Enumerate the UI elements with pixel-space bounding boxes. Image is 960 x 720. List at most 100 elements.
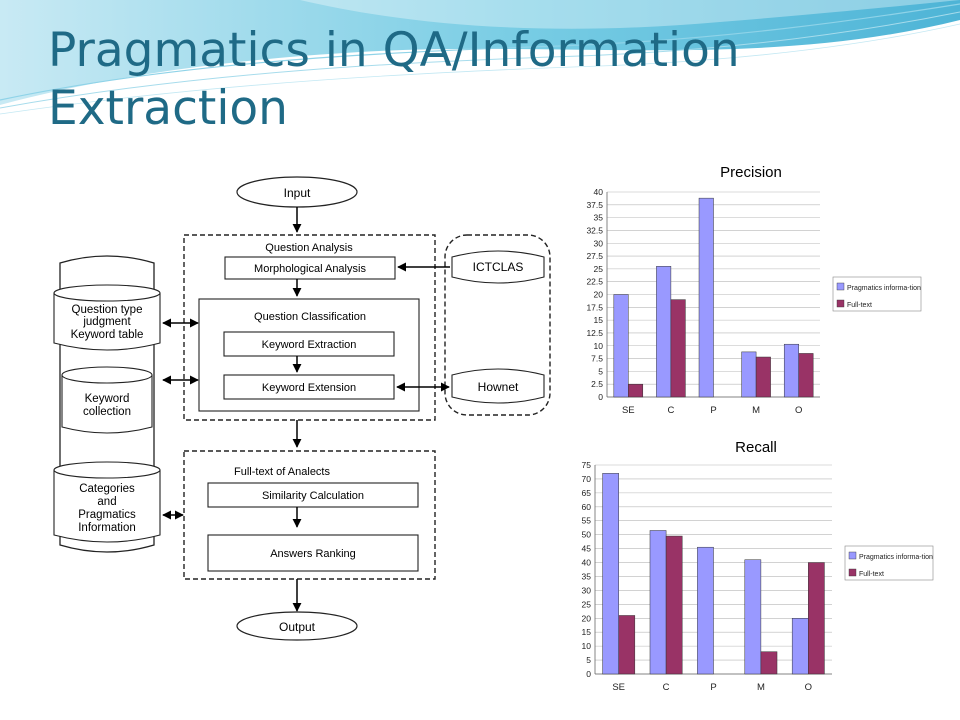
legend-label: Pragmatics informa-tion [847,285,921,292]
bar [656,266,672,398]
categories-db-label-2: and [97,496,116,508]
y-tick-label: 30 [594,238,604,248]
categories-db-label-4: Information [78,522,136,534]
output-node [236,611,358,641]
legend-swatch [836,299,845,308]
y-tick-label: 2.5 [591,379,603,389]
categories-db-label-1: Categories [79,483,135,495]
y-tick-label: 55 [582,516,592,526]
similarity-calculation-label: Similarity Calculation [262,490,364,502]
morphological-analysis-label: Morphological Analysis [254,263,366,275]
bar [755,356,771,398]
y-tick-label: 17.5 [586,302,603,312]
y-tick-label: 25 [594,264,604,274]
bar [808,562,825,675]
keyword-extension-box [223,374,395,400]
question-analysis-group [183,234,436,421]
x-tick-label: M [752,405,760,416]
hownet-node [451,368,545,404]
x-tick-label: O [795,405,802,416]
hownet-label: Hownet [478,380,519,394]
y-tick-label: 35 [582,571,592,581]
legend-swatch [848,568,857,577]
legend-label: Full-text [847,302,872,309]
y-tick-label: 70 [582,474,592,484]
categories-db-label-3: Pragmatics [78,509,136,521]
y-tick-label: 75 [582,460,592,470]
y-tick-label: 22.5 [586,277,603,287]
keyword-extraction-label: Keyword Extraction [262,339,357,351]
ictclas-label: ICTCLAS [473,260,524,274]
bar [618,615,636,675]
answers-ranking-label: Answers Ranking [270,548,356,560]
header-wave-decoration [0,0,960,115]
y-tick-label: 37.5 [586,200,603,210]
legend-box [844,545,934,581]
keyword-collection-db-label-1: Keyword [85,393,130,405]
y-tick-label: 5 [586,655,591,665]
question-type-db-label-1: Question type [72,304,143,316]
y-tick-label: 15 [594,315,604,325]
slide-title: Pragmatics in QA/Information Extraction [48,22,908,138]
legend-swatch [848,551,857,560]
bar [628,383,644,398]
question-type-db-label-2: judgment [82,316,131,328]
y-tick-label: 12.5 [586,328,603,338]
slide-title-line2: Extraction [48,81,288,136]
x-tick-label: SE [622,405,635,416]
y-tick-label: 40 [582,558,592,568]
y-tick-label: 20 [582,613,592,623]
question-analysis-label: Question Analysis [265,242,353,254]
answers-ranking-box [207,534,419,572]
y-tick-label: 65 [582,488,592,498]
ictclas-node [451,250,545,284]
y-tick-label: 35 [594,213,604,223]
y-tick-label: 0 [598,392,603,402]
x-tick-label: C [667,405,674,416]
y-tick-label: 7.5 [591,354,603,364]
fulltext-group [183,450,436,580]
morphological-analysis-box [224,256,396,280]
bar [670,299,686,398]
legend-swatch [836,282,845,291]
y-tick-label: 40 [594,187,604,197]
bar [791,618,809,675]
bar [698,197,714,398]
legend-label: Full-text [859,571,884,578]
chart-title: Recall [735,439,777,456]
question-classification-label: Question Classification [254,311,366,323]
bar [649,530,667,675]
x-tick-label: O [805,682,812,693]
similarity-calculation-box [207,482,419,508]
x-tick-label: P [710,682,716,693]
legend-box [832,276,922,312]
bar [602,473,619,675]
question-type-db-label-3: Keyword table [71,329,144,341]
y-tick-label: 10 [594,341,604,351]
x-tick-label: P [710,405,716,416]
bar [760,651,778,675]
y-tick-label: 0 [586,669,591,679]
y-tick-label: 50 [582,530,592,540]
y-tick-label: 30 [582,585,592,595]
x-tick-label: C [663,682,670,693]
bar [665,535,683,675]
y-tick-label: 60 [582,502,592,512]
slide-title-line1: Pragmatics in QA/Information [48,23,740,78]
bar [783,343,799,398]
keyword-collection-db-label-2: collection [83,406,131,418]
fulltext-label: Full-text of Analects [234,466,330,478]
database-group [59,255,155,553]
output-label: Output [279,620,316,634]
y-tick-label: 5 [598,366,603,376]
bar [741,351,757,398]
keyword-extension-label: Keyword Extension [262,382,356,394]
y-tick-label: 10 [582,641,592,651]
chart-title: Precision [720,164,782,181]
y-tick-label: 45 [582,544,592,554]
legend-label: Pragmatics informa-tion [859,554,933,561]
y-tick-label: 25 [582,599,592,609]
y-tick-label: 20 [594,290,604,300]
